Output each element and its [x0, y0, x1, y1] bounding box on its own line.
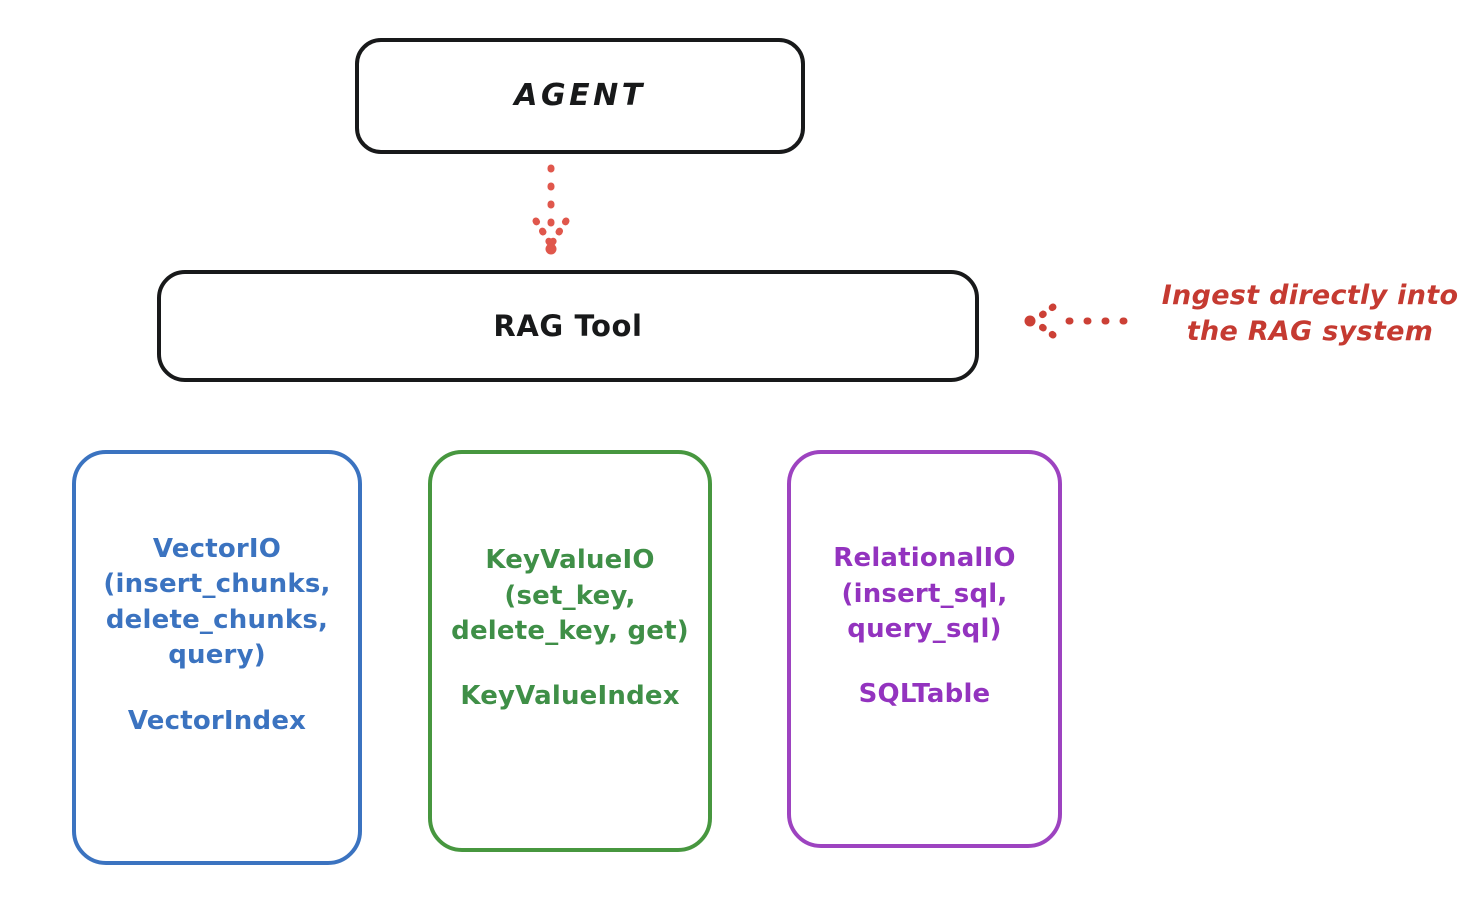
node-rag-tool-label: RAG Tool	[493, 308, 643, 343]
node-agent-label: AGENT	[514, 77, 646, 113]
node-agent[interactable]: AGENT	[355, 38, 805, 154]
node-vector-io-content: VectorIO (insert_chunks, delete_chunks, …	[76, 532, 358, 739]
node-relational-io-api-label: RelationalIO (insert_sql, query_sql)	[833, 543, 1016, 644]
arrowhead-right-barb	[548, 217, 570, 247]
node-key-value-io-index-label: KeyValueIndex	[460, 681, 680, 712]
node-rag-tool[interactable]: RAG Tool	[157, 270, 979, 382]
connector-ingest-pointer	[1024, 303, 1128, 339]
node-key-value-io-api-label: KeyValueIO (set_key, delete_key, get)	[451, 545, 689, 646]
node-vector-io[interactable]: VectorIO (insert_chunks, delete_chunks, …	[72, 450, 362, 865]
node-key-value-io-content: KeyValueIO (set_key, delete_key, get) Ke…	[432, 543, 708, 714]
node-key-value-io[interactable]: KeyValueIO (set_key, delete_key, get) Ke…	[428, 450, 712, 852]
ingest-arrowhead-top-barb	[1031, 303, 1057, 324]
node-relational-io-index-label: SQLTable	[858, 679, 991, 710]
annotation-ingest-note: Ingest directly into the RAG system	[1161, 280, 1459, 347]
node-vector-io-index-label: VectorIndex	[127, 705, 307, 736]
connector-agent-to-rag-tool	[532, 164, 570, 255]
node-vector-io-api-label: VectorIO (insert_chunks, delete_chunks, …	[103, 534, 331, 671]
arrowhead-left-barb	[532, 217, 554, 247]
node-relational-io-content: RelationalIO (insert_sql, query_sql) SQL…	[791, 541, 1058, 712]
node-relational-io[interactable]: RelationalIO (insert_sql, query_sql) SQL…	[787, 450, 1062, 848]
ingest-arrowhead-bottom-barb	[1031, 318, 1057, 339]
ingest-arrowhead-tip	[1024, 315, 1036, 327]
arrowhead-tip	[545, 243, 557, 255]
